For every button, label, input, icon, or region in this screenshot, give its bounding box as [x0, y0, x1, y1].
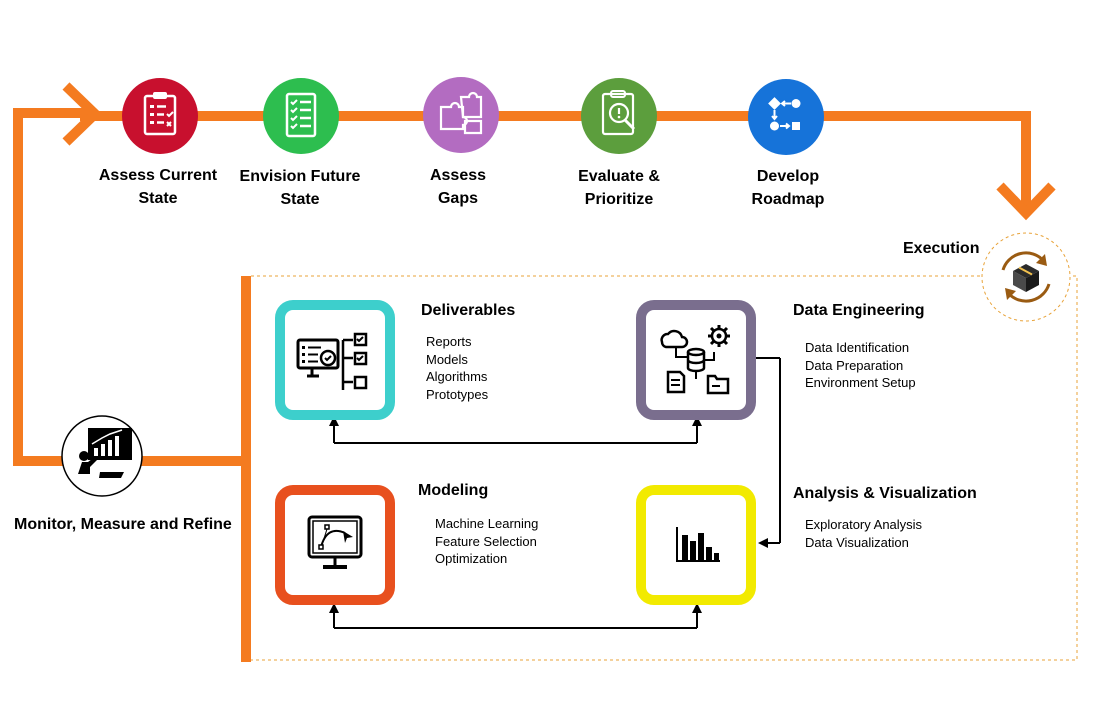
list-item: Machine Learning	[435, 516, 539, 531]
data-engineering-title: Data Engineering	[793, 302, 925, 319]
execution-label: Execution	[903, 240, 980, 257]
arrowhead-modeling	[329, 603, 339, 613]
evaluate-prioritize-circle	[581, 78, 657, 154]
list-item: Feature Selection	[435, 533, 537, 549]
arrowhead-analysis	[758, 538, 768, 548]
dashboard-hierarchy-icon	[296, 332, 368, 390]
list-item: Algorithms	[426, 369, 488, 384]
deliverables-data-engineering-connector	[333, 424, 698, 444]
arrowhead-data-engineering	[692, 416, 702, 426]
clipboard-magnifier-icon	[601, 90, 636, 136]
box-cycle-icon	[981, 232, 1071, 322]
deliverables-title: Deliverables	[421, 302, 516, 319]
envision-future-state-circle	[263, 78, 339, 154]
analysis-visualization-list: Exploratory Analysis Data Visualization	[805, 516, 922, 551]
assess-current-state-circle	[122, 78, 198, 154]
database-gear-icon	[660, 325, 730, 395]
deliverables-box	[275, 300, 395, 420]
deliverables-list: Reports Models Algorithms Prototypes	[426, 333, 488, 403]
list-item: Data Visualization	[805, 534, 909, 550]
puzzle-icon	[439, 91, 483, 135]
develop-roadmap-label: Develop Roadmap	[751, 168, 825, 208]
list-item: Optimization	[435, 551, 508, 566]
assess-gaps-circle	[423, 77, 499, 153]
list-item: Models	[426, 351, 468, 367]
analysis-visualization-box	[636, 485, 756, 605]
monitor-label: Monitor, Measure and Refine	[14, 516, 232, 533]
execution-frame	[251, 275, 1078, 661]
modeling-title: Modeling	[418, 482, 489, 499]
evaluate-prioritize-label: Evaluate & Prioritize	[578, 168, 660, 208]
modeling-analysis-connector	[333, 611, 698, 629]
list-item: Environment Setup	[805, 375, 916, 390]
data-engineering-list: Data Identification Data Preparation Env…	[805, 339, 916, 392]
down-arrowhead	[996, 182, 1056, 221]
bar-chart-icon	[676, 527, 720, 562]
list-item: Exploratory Analysis	[805, 517, 923, 532]
flowchart-icon	[768, 97, 801, 131]
arrowhead-deliverables	[329, 416, 339, 426]
modeling-box	[275, 485, 395, 605]
data-engineering-box	[636, 300, 756, 420]
checklist-icon	[285, 92, 317, 138]
list-item: Data Identification	[805, 340, 910, 355]
develop-roadmap-circle	[748, 79, 824, 155]
clipboard-checklist-icon	[143, 92, 177, 136]
analysis-visualization-title: Analysis & Visualization	[793, 485, 977, 502]
presenter-chart-icon	[61, 415, 143, 497]
arrowhead-analysis-box	[692, 603, 702, 613]
list-item: Data Preparation	[805, 357, 904, 373]
data-engineering-analysis-connector	[756, 357, 781, 544]
assess-gaps-label: Assess Gaps	[429, 167, 487, 207]
monitor-bezier-icon	[307, 515, 363, 569]
list-item: Prototypes	[426, 386, 489, 402]
envision-future-state-label: Envision Future State	[239, 168, 361, 208]
list-item: Reports	[426, 334, 472, 349]
entry-arrowhead	[62, 82, 103, 146]
modeling-list: Machine Learning Feature Selection Optim…	[435, 515, 538, 568]
assess-current-state-label: Assess Current State	[98, 167, 218, 207]
